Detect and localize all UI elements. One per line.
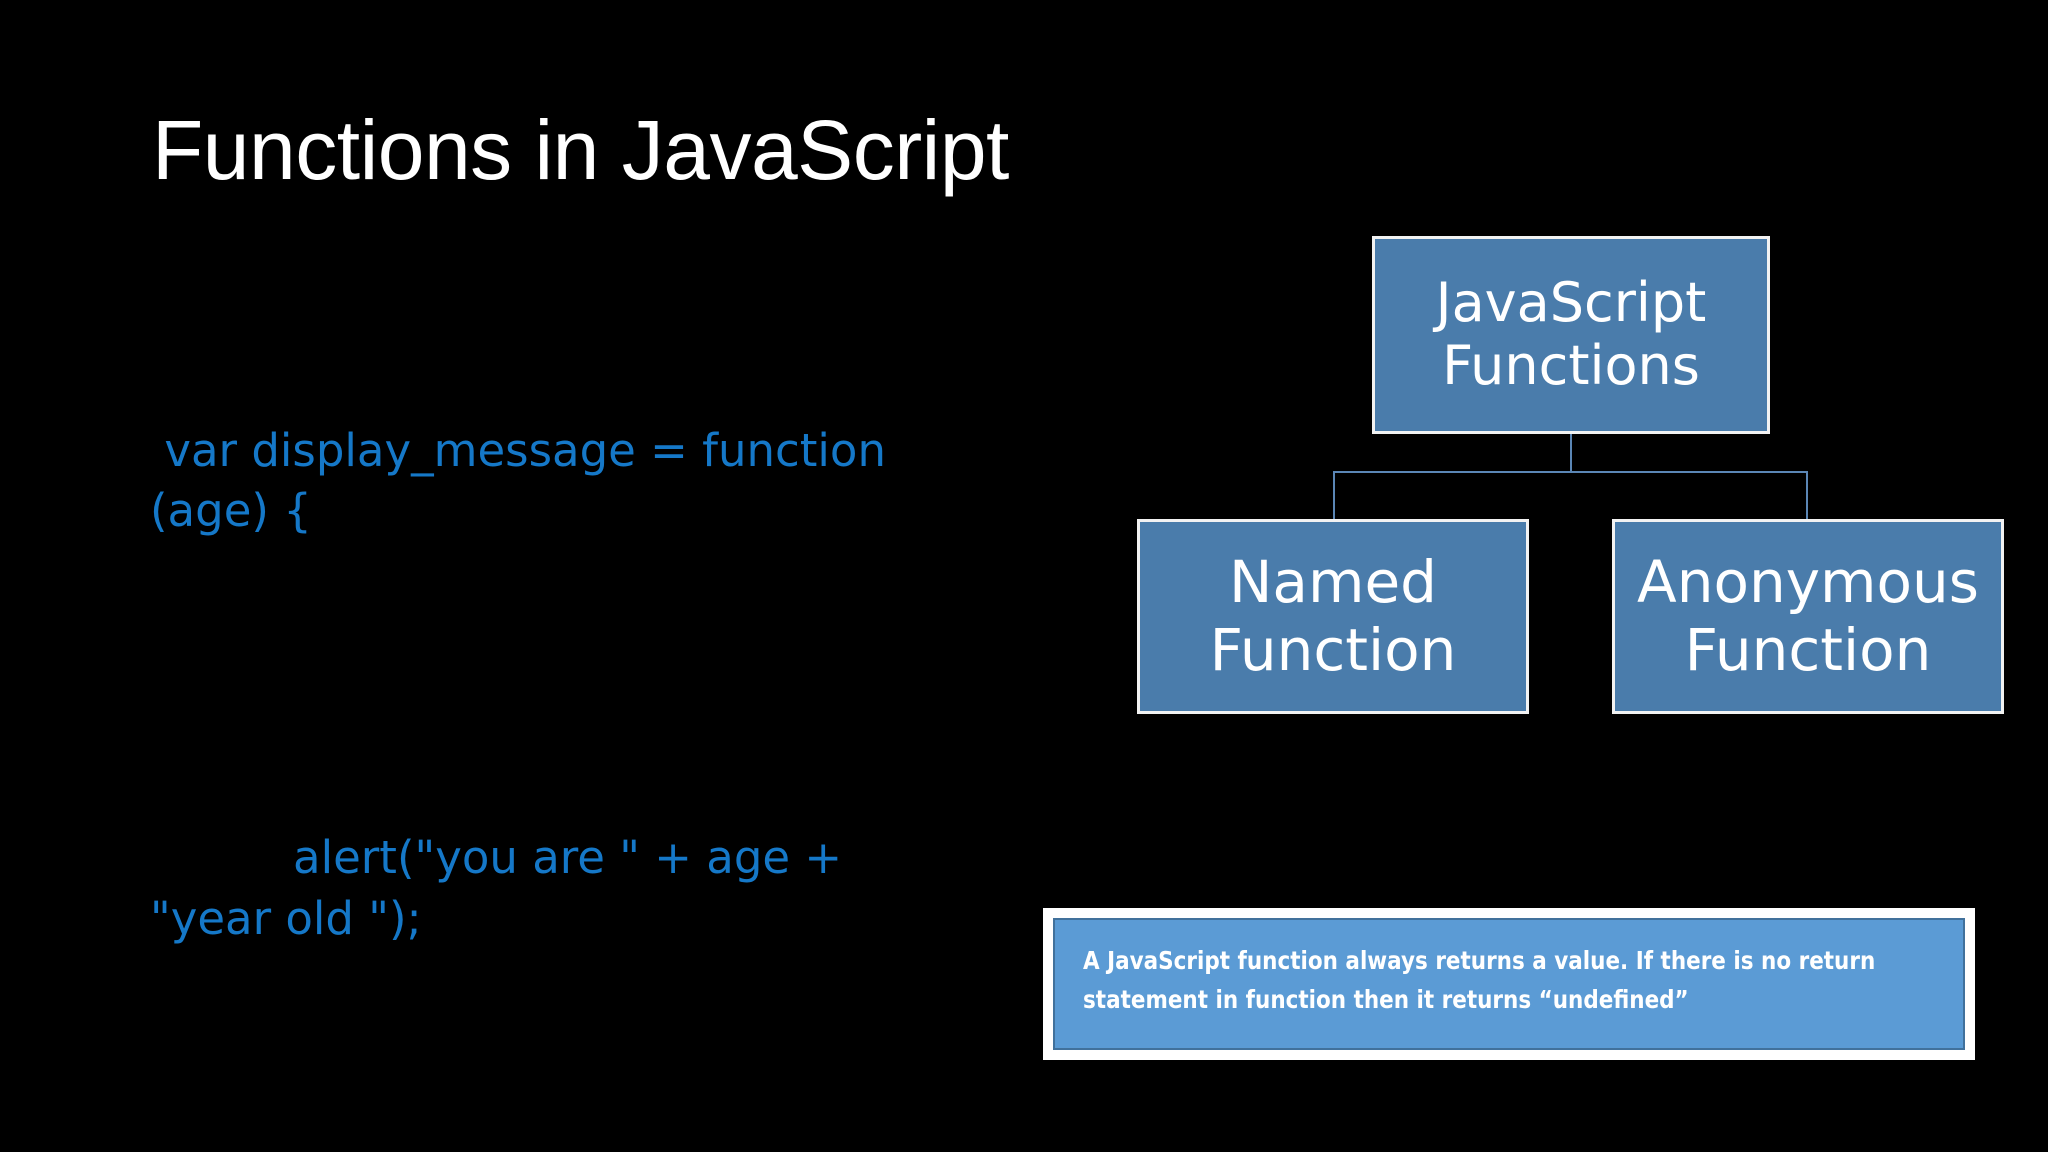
node-root-line2: Functions	[1442, 334, 1700, 397]
callout-note: A JavaScript function always returns a v…	[1043, 908, 1975, 1060]
node-named-line1: Named	[1229, 548, 1437, 617]
connector-drop-right	[1806, 471, 1808, 520]
code-line: var display_message = function (age) {	[150, 423, 901, 537]
code-line-blank	[150, 662, 940, 708]
connector-vertical-root	[1570, 434, 1572, 472]
node-root-line1: JavaScript	[1435, 271, 1707, 335]
diagram-node-root[interactable]: JavaScript Functions	[1372, 236, 1770, 434]
callout-note-text: A JavaScript function always returns a v…	[1083, 946, 1876, 1014]
diagram-node-anonymous-label: Anonymous Function	[1637, 548, 1979, 684]
connector-horizontal-bar	[1333, 471, 1808, 473]
code-line-blank	[150, 1070, 940, 1116]
diagram-node-named-function[interactable]: Named Function	[1137, 519, 1529, 714]
node-anonymous-line2: Function	[1684, 615, 1932, 684]
code-line: alert("you are " + age + "year old ");	[150, 831, 857, 945]
node-anonymous-line1: Anonymous	[1637, 548, 1979, 617]
connector-drop-left	[1333, 471, 1335, 520]
callout-note-inner: A JavaScript function always returns a v…	[1053, 918, 1965, 1050]
page-title: Functions in JavaScript	[152, 103, 1009, 197]
diagram-node-anonymous-function[interactable]: Anonymous Function	[1612, 519, 2004, 714]
code-sample: var display_message = function (age) { a…	[150, 300, 940, 1152]
node-named-line2: Function	[1209, 615, 1457, 684]
function-hierarchy-diagram: JavaScript Functions Named Function Anon…	[1100, 220, 2030, 740]
diagram-node-named-label: Named Function	[1209, 548, 1457, 684]
diagram-node-root-label: JavaScript Functions	[1436, 272, 1707, 397]
